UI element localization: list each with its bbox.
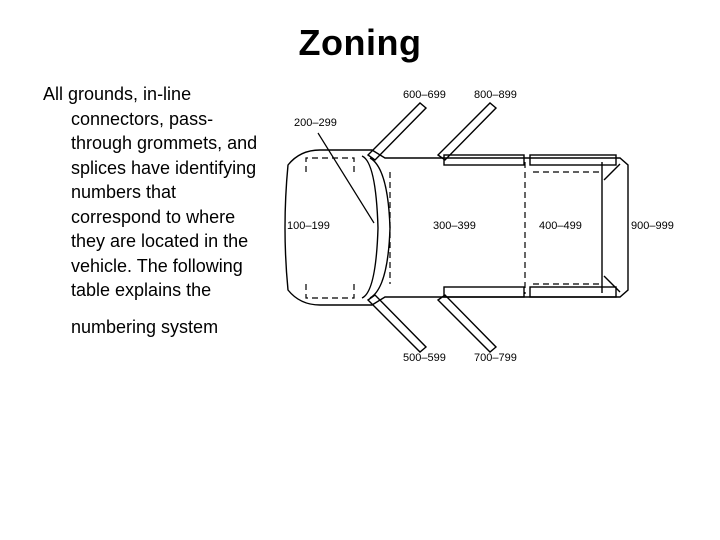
zone-boundary-front-bottom (305, 284, 355, 299)
door-arm-600 (366, 102, 428, 161)
page-title: Zoning (298, 22, 422, 63)
windshield (361, 155, 379, 299)
zone-label-700: 700–799 (474, 352, 517, 364)
paragraph-line: numbers that (71, 182, 177, 202)
rear-door-line (603, 275, 621, 293)
paragraph-line: correspond to where (71, 206, 236, 227)
side-rail-top-rear (529, 154, 617, 166)
paragraph-line: table explains the (71, 280, 212, 300)
rear-door-line (603, 163, 621, 181)
zone-label-400: 400–499 (539, 220, 582, 232)
paragraph-line: they are located in the (71, 231, 249, 251)
zone-label-500: 500–599 (403, 352, 446, 364)
zone-label-600: 600–699 (403, 89, 446, 101)
zone-label-800: 800–899 (474, 89, 517, 101)
paragraph-line: All grounds, in-line (43, 84, 192, 104)
paragraph-line: through grommets, and (71, 133, 258, 153)
zone-label-300: 300–399 (433, 220, 476, 232)
side-rail-bottom-rear (529, 286, 617, 298)
zone-label-900: 900–999 (631, 220, 674, 232)
paragraph-line: vehicle. The following (71, 255, 243, 276)
paragraph-line: connectors, pass- (71, 108, 214, 129)
paragraph-line: splices have identifying (71, 157, 257, 178)
zone-label-200: 200–299 (294, 117, 337, 129)
description-paragraph: All grounds, in-line connectors, pass- t… (43, 82, 283, 339)
zone-boundary-front-top (305, 157, 355, 172)
door-arm-500 (366, 294, 428, 353)
side-rail-bottom-front (443, 286, 525, 298)
vehicle-outline (284, 149, 629, 306)
leader-line-200 (317, 132, 375, 224)
door-arm-700 (436, 294, 498, 353)
paragraph-line: numbering system (71, 316, 219, 337)
door-arm-800 (436, 102, 498, 161)
side-rail-top-front (443, 154, 525, 166)
zone-label-100: 100–199 (287, 220, 330, 232)
